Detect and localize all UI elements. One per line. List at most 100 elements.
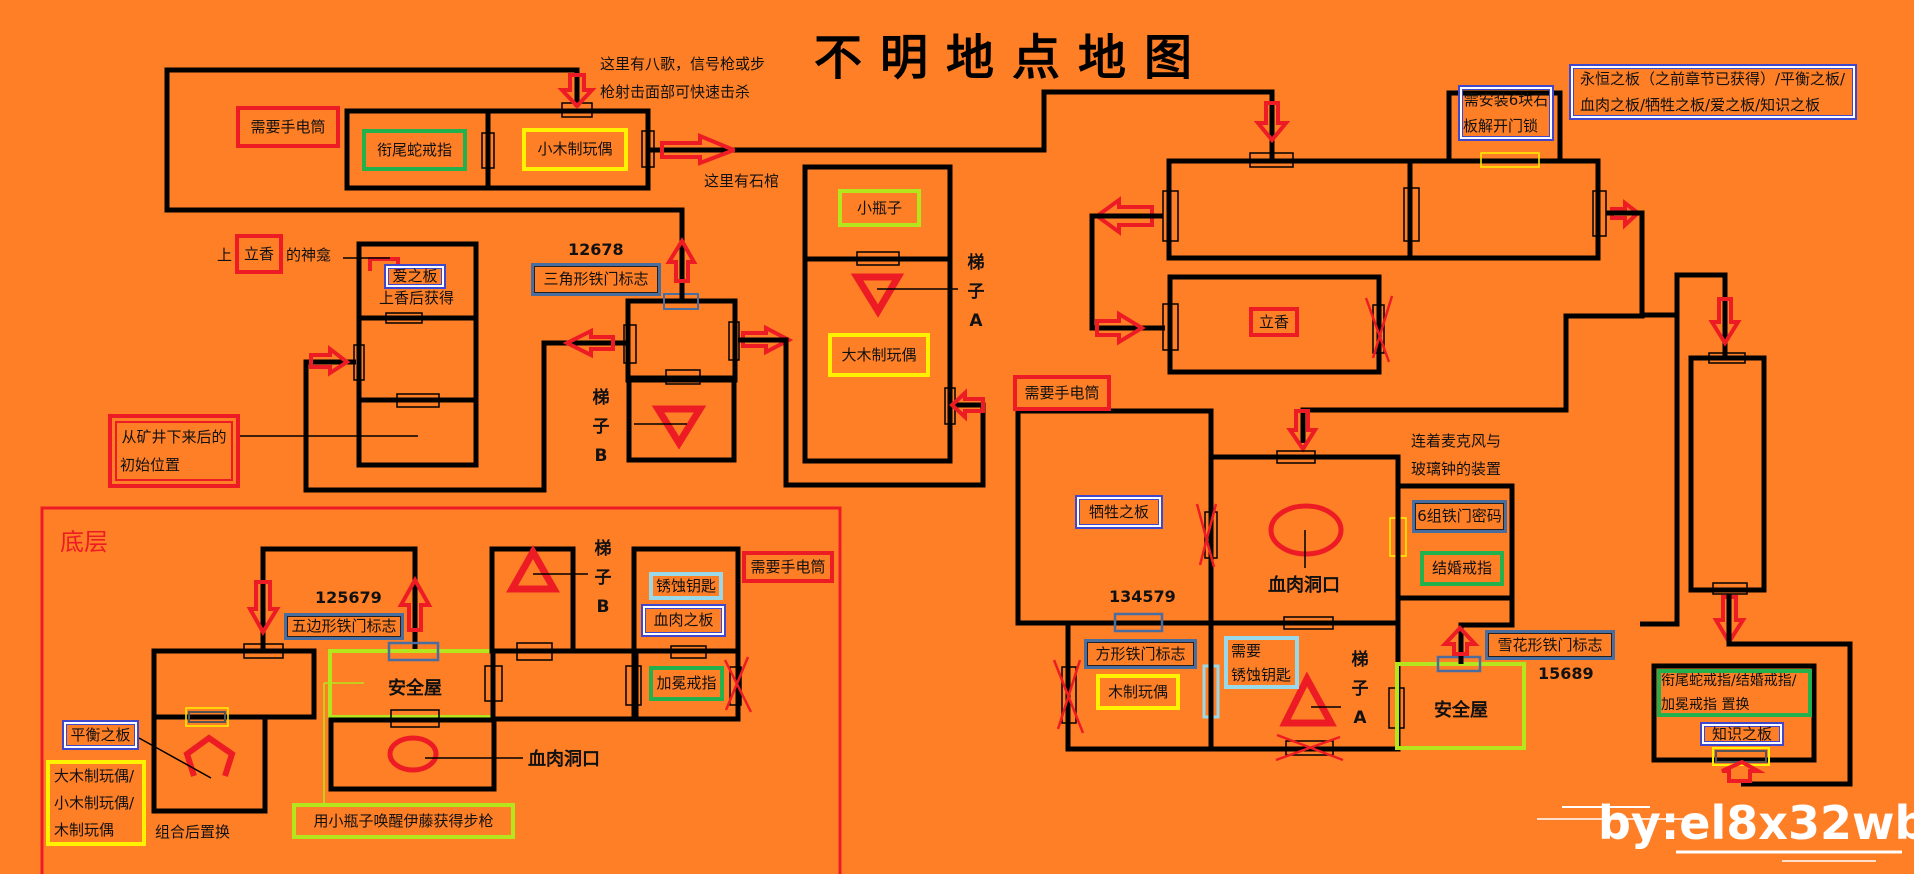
room-ladder-a	[802, 164, 958, 464]
flashlight-required-badge-2: 需要手电筒	[1013, 375, 1111, 411]
page-title: 不明地点地图	[814, 30, 1211, 86]
start-line-2: 初始位置	[120, 456, 181, 474]
arrow-right-icon	[1095, 310, 1146, 346]
item-small-wooden-doll: 小木制玩偶	[522, 128, 628, 171]
room-flesh-hole	[1195, 450, 1407, 630]
corridor-ladder-a	[738, 337, 986, 488]
note-hachishakusama-2: 枪射击面部可快速击杀	[600, 83, 751, 101]
item-sacrifice-tablet: 牺牲之板	[1075, 495, 1163, 529]
item-flesh-tablet: 血肉之板	[641, 604, 726, 637]
corridor-west-loop	[1089, 213, 1165, 331]
saferoom-upper-label: 安全屋	[1434, 700, 1488, 721]
item-crown-ring: 加冕戒指	[649, 666, 724, 701]
arrow-down-icon	[1286, 409, 1319, 453]
combine-swap-note: 组合后置换	[155, 823, 231, 841]
blocked-x-icon	[1195, 503, 1218, 568]
arrow-down-icon	[557, 73, 597, 109]
arrow-down-icon	[1712, 595, 1747, 646]
flesh-hole-upper-label: 血肉洞口	[1268, 575, 1340, 596]
ring-swap-note: 衔尾蛇戒指/结婚戒指/ 加冕戒指 置换	[1657, 669, 1812, 717]
room-triangle-gate	[623, 262, 740, 463]
room-mic-device	[1395, 483, 1515, 601]
item-rusty-key: 锈蚀钥匙	[649, 572, 723, 600]
note-hachishakusama: 这里有八歌，信号枪或步	[600, 55, 766, 73]
triangle-gate-sign: 三角形铁门标志	[531, 263, 661, 296]
note-love-after-incense: 上香后获得	[379, 289, 455, 307]
note-mic-device-1: 连着麦克风与	[1411, 432, 1502, 450]
item-small-bottle: 小瓶子	[838, 189, 921, 227]
arrow-up-icon	[1440, 625, 1480, 656]
dolls-combine-note: 大木制玩偶/ 小木制玩偶/ 木制玩偶	[46, 760, 146, 846]
room-central-hall	[1162, 90, 1607, 261]
saferoom-lower-label: 安全屋	[388, 678, 442, 699]
pentagon-gate-code: 125679	[315, 588, 382, 607]
triangle-up-icon	[1279, 671, 1337, 727]
start-position-note: 从矿井下来后的 初始位置	[108, 414, 240, 488]
room-saferoom-lower	[323, 641, 503, 803]
item-ouroboros-ring: 衔尾蛇戒指	[362, 129, 467, 171]
triangle-down-icon	[651, 405, 707, 450]
six-tablets-lock-note: 需安装6块石 板解开门锁	[1458, 85, 1554, 141]
shrine-suffix: 的神龛	[286, 246, 332, 264]
arrow-down-icon	[246, 580, 281, 636]
corridor-to-ring-room	[1726, 594, 1853, 787]
start-line-1: 从矿井下来后的	[121, 427, 227, 446]
room-crown-ring	[625, 648, 753, 722]
room-pentagon-lower	[138, 707, 268, 814]
blocked-x-icon	[1364, 295, 1394, 363]
lower-floor-frame	[40, 506, 842, 874]
ellipse-marker-icon	[387, 735, 439, 773]
room-ring-swap	[1651, 663, 1817, 766]
corridor-east	[1300, 210, 1645, 443]
shrine-prefix: 上	[217, 246, 233, 264]
ellipse-marker-icon	[1268, 503, 1344, 557]
arrow-down-icon	[1708, 297, 1742, 347]
room-saferoom-upper	[1395, 598, 1526, 750]
arrow-right-icon	[741, 324, 794, 356]
room-incense	[1162, 274, 1394, 375]
room-flesh-hole-lower	[328, 717, 523, 792]
flashlight-required-badge: 需要手电筒	[236, 106, 340, 148]
room-ladder-b-lower	[489, 544, 588, 661]
flashlight-required-badge-3: 需要手电筒	[742, 551, 834, 583]
pentagon-gate-sign: 五边形铁门标志	[284, 613, 404, 640]
room-ouroboros-pair	[344, 102, 735, 191]
arrow-left-icon	[1093, 196, 1154, 236]
corridor-far-right	[1640, 272, 1728, 357]
room-far-right-tall	[1640, 315, 1767, 627]
arrow-right-icon	[309, 344, 351, 377]
room-corridor-lower	[490, 648, 639, 722]
tablets-list-note: 永恒之板（之前章节已获得）/平衡之板/ 血肉之板/牺牲之板/爱之板/知识之板	[1569, 64, 1857, 120]
arrow-down-icon	[1253, 101, 1291, 144]
incense-marker: 立香	[235, 234, 283, 274]
room-start-column	[303, 241, 628, 493]
bottle-rifle-note: 用小瓶子唤醒伊藤获得步枪	[292, 803, 515, 839]
arrow-right-icon	[660, 133, 740, 166]
six-gate-codes: 6组铁门密码	[1412, 500, 1507, 533]
lower-floor-label: 底层	[60, 528, 108, 556]
pentagon-icon	[183, 734, 236, 777]
need-rusty-key-note: 需要 锈蚀钥匙	[1224, 636, 1299, 689]
square-gate-sign: 方形铁门标志	[1084, 639, 1197, 669]
snowflake-gate-code: 15689	[1538, 664, 1594, 683]
item-wedding-ring: 结婚戒指	[1420, 551, 1504, 586]
triangle-down-icon	[850, 273, 905, 318]
blocked-x-icon	[1052, 659, 1085, 734]
triangle-up-icon	[505, 544, 561, 593]
item-balance-tablet: 平衡之板	[62, 720, 139, 750]
arrow-right-icon	[1610, 198, 1642, 230]
arrow-up-icon	[665, 237, 698, 283]
arrow-left-icon	[562, 327, 615, 359]
note-stone-coffin: 这里有石棺	[704, 172, 780, 190]
arrow-up-icon	[1721, 759, 1766, 783]
item-love-tablet: 爱之板	[384, 264, 446, 289]
corridor-to-east	[735, 89, 1275, 160]
blocked-x-icon	[723, 656, 753, 713]
room-pentagon-upper	[151, 643, 317, 720]
blocked-x-icon	[1275, 733, 1344, 762]
snowflake-gate-sign: 雪花形铁门标志	[1485, 630, 1615, 660]
item-knowledge-tablet: 知识之板	[1700, 722, 1784, 746]
